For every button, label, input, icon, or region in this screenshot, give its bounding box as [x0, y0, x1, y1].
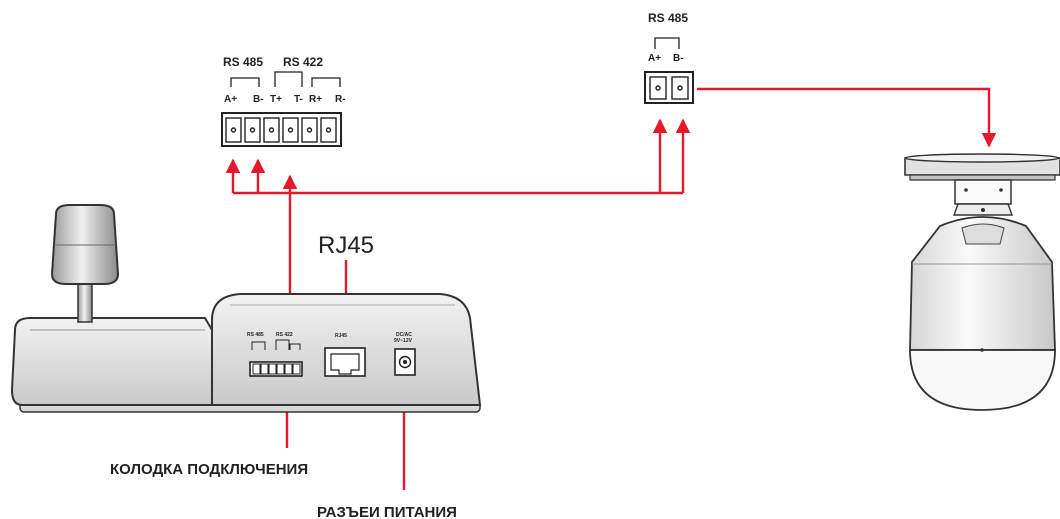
- camera-dome: [909, 349, 1056, 411]
- joystick-stem: [77, 279, 93, 323]
- kbd-rj45-label: RJ45: [335, 333, 347, 339]
- rs485-bracket: [230, 77, 260, 87]
- camera-mount-neck: [954, 179, 1012, 205]
- wiring: [225, 87, 997, 490]
- kbd-power-voltage: 9V~12V: [394, 338, 413, 344]
- camera-connector-slots: [649, 76, 689, 100]
- kbd-rs422-label: RS 422: [276, 332, 293, 338]
- camera-rs485-label: RS 485: [648, 11, 688, 25]
- terminal-callout-label: КОЛОДКА ПОДКЛЮЧЕНИЯ: [110, 461, 308, 478]
- rj45-callout-label: RJ45: [318, 232, 374, 259]
- pin-label: A+: [224, 94, 237, 105]
- terminal-rs485-label: RS 485: [223, 55, 263, 69]
- terminal-block-6pin: RS 485 RS 422 A+ B- T+ T- R+ R-: [221, 55, 346, 147]
- pin-label: T+: [270, 94, 282, 105]
- power-callout-label: РАЗЪЕИ ПИТАНИЯ: [317, 504, 457, 519]
- ptz-dome-camera: [904, 153, 1060, 411]
- keyboard-front-body: [10, 317, 216, 406]
- rs422-bracket-t: [274, 71, 303, 87]
- camera-rs485-bracket: [654, 37, 680, 49]
- kbd-terminal-slots: [252, 363, 301, 375]
- camera-pin-label: B-: [673, 53, 684, 64]
- pin-label: B-: [253, 94, 264, 105]
- terminal-slots: [225, 117, 337, 143]
- control-keyboard: RS 485 RS 422 RJ45 DC/AC 9V~12V: [10, 204, 482, 413]
- camera-wire: [697, 87, 997, 148]
- kbd-terminal-brackets: [251, 339, 301, 350]
- kbd-power-label: DC/AC: [396, 332, 412, 338]
- camera-pin-label: A+: [648, 53, 661, 64]
- pin-label: T-: [294, 94, 303, 105]
- pin-label: R+: [309, 94, 322, 105]
- camera-terminal-block: RS 485 A+ B-: [644, 11, 694, 104]
- rs422-bracket-r: [311, 77, 341, 87]
- pin-label: R-: [335, 94, 346, 105]
- rj45-socket: [330, 353, 360, 375]
- terminal-rs422-label: RS 422: [283, 55, 323, 69]
- kbd-rs485-label: RS 485: [247, 332, 264, 338]
